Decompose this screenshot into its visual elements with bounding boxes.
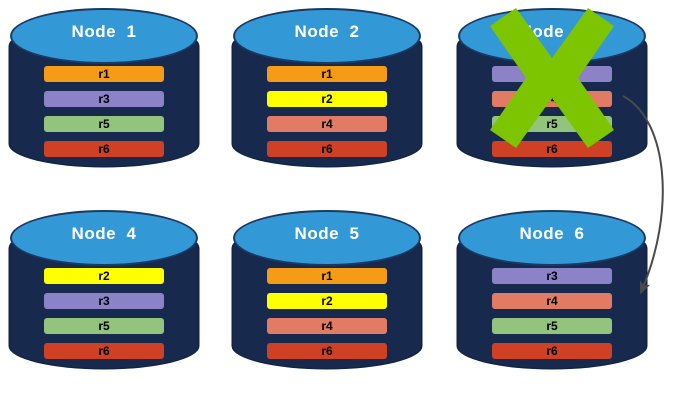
record-list: r3 r4 r5 r6 bbox=[492, 268, 612, 359]
node-6: Node 6 r3 r4 r5 r6 bbox=[458, 208, 646, 386]
record-bar: r3 bbox=[492, 268, 612, 284]
record-list: r2 r3 r5 r6 bbox=[44, 268, 164, 359]
record-list: r3 r4 r5 r6 bbox=[492, 66, 612, 157]
record-bar: r6 bbox=[267, 343, 387, 359]
record-bar: r5 bbox=[492, 318, 612, 334]
record-bar: r4 bbox=[492, 91, 612, 107]
node-2: Node 2 r1 r2 r4 r6 bbox=[233, 6, 421, 184]
node-3: Node 3 r3 r4 r5 r6 bbox=[458, 6, 646, 184]
record-bar: r6 bbox=[492, 343, 612, 359]
node-4: Node 4 r2 r3 r5 r6 bbox=[10, 208, 198, 386]
node-5: Node 5 r1 r2 r4 r6 bbox=[233, 208, 421, 386]
record-bar: r5 bbox=[492, 116, 612, 132]
record-list: r1 r3 r5 r6 bbox=[44, 66, 164, 157]
node-label: Node 3 bbox=[519, 22, 585, 41]
node-label: Node 1 bbox=[71, 22, 137, 41]
record-bar: r5 bbox=[44, 116, 164, 132]
cylinder-top bbox=[233, 210, 421, 266]
record-bar: r2 bbox=[44, 268, 164, 284]
record-bar: r4 bbox=[267, 318, 387, 334]
record-bar: r6 bbox=[267, 141, 387, 157]
node-label: Node 5 bbox=[294, 224, 360, 243]
record-bar: r1 bbox=[44, 66, 164, 82]
record-bar: r4 bbox=[267, 116, 387, 132]
record-bar: r2 bbox=[267, 293, 387, 309]
node-label: Node 2 bbox=[294, 22, 360, 41]
node-label: Node 4 bbox=[71, 224, 137, 243]
cylinder-top bbox=[233, 8, 421, 64]
record-bar: r1 bbox=[267, 66, 387, 82]
record-bar: r3 bbox=[492, 66, 612, 82]
record-bar: r6 bbox=[492, 141, 612, 157]
record-bar: r6 bbox=[44, 343, 164, 359]
cylinder-top bbox=[10, 210, 198, 266]
record-bar: r4 bbox=[492, 293, 612, 309]
record-bar: r6 bbox=[44, 141, 164, 157]
node-label: Node 6 bbox=[519, 224, 585, 243]
record-bar: r5 bbox=[44, 318, 164, 334]
record-bar: r3 bbox=[44, 293, 164, 309]
node-1: Node 1 r1 r3 r5 r6 bbox=[10, 6, 198, 184]
record-bar: r1 bbox=[267, 268, 387, 284]
record-bar: r2 bbox=[267, 91, 387, 107]
record-list: r1 r2 r4 r6 bbox=[267, 268, 387, 359]
record-list: r1 r2 r4 r6 bbox=[267, 66, 387, 157]
cylinder-top bbox=[10, 8, 198, 64]
record-bar: r3 bbox=[44, 91, 164, 107]
